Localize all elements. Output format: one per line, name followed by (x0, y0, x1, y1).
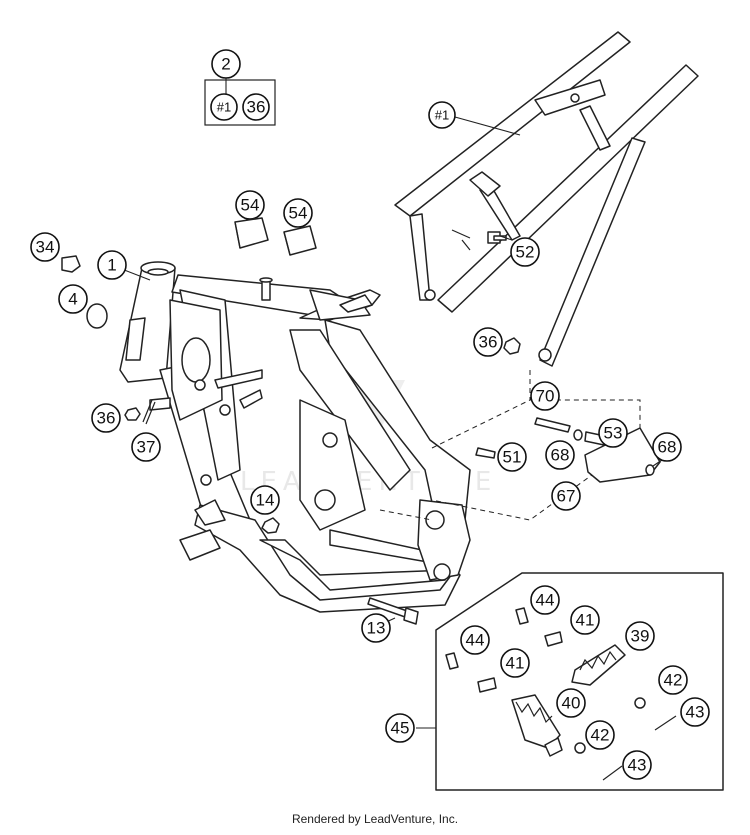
svg-text:68: 68 (551, 446, 570, 465)
callout-68-a: 68 (545, 440, 575, 470)
nut-36-upper (503, 337, 521, 355)
svg-text:40: 40 (562, 694, 581, 713)
footpeg-40 (511, 694, 563, 757)
bolt-52 (487, 231, 507, 244)
svg-text:13: 13 (367, 619, 386, 638)
kit-box (204, 79, 276, 126)
bolt-51 (475, 447, 496, 459)
callout-40: 40 (556, 688, 586, 718)
svg-text:67: 67 (557, 487, 576, 506)
svg-text:54: 54 (289, 204, 308, 223)
callout-36-frame: 36 (91, 403, 121, 433)
svg-text:1: 1 (107, 256, 116, 275)
bolt-70 (534, 417, 571, 433)
svg-text:68: 68 (658, 438, 677, 457)
callout-44-a: 44 (530, 585, 560, 615)
washer-42-b (574, 742, 586, 754)
bracket-dashed-outline (431, 399, 641, 521)
callout-41-a: 41 (570, 605, 600, 635)
decal-54-a (234, 217, 269, 249)
callout-36-subframe: 36 (473, 327, 503, 357)
callout-14: 14 (250, 485, 280, 515)
svg-text:39: 39 (631, 627, 650, 646)
svg-text:42: 42 (591, 726, 610, 745)
svg-text:4: 4 (68, 290, 77, 309)
washer-42-a (634, 697, 646, 709)
svg-text:2: 2 (221, 55, 230, 74)
svg-text:54: 54 (241, 196, 260, 215)
callout-54-a: 54 (235, 190, 265, 220)
callout-44-b: 44 (460, 625, 490, 655)
decal-54-b (283, 225, 317, 256)
callout-37: 37 (131, 432, 161, 462)
washer-68-a (573, 429, 583, 441)
rear-subframe (394, 31, 699, 367)
footpeg-detail-box (435, 572, 724, 791)
callout-70: 70 (530, 381, 560, 411)
svg-text:70: 70 (536, 387, 555, 406)
callout-34: 34 (30, 232, 60, 262)
svg-text:37: 37 (137, 438, 156, 457)
callout-39: 39 (625, 621, 655, 651)
svg-text:51: 51 (503, 448, 522, 467)
callout-43-b: 43 (622, 750, 652, 780)
callout-45: 45 (385, 713, 415, 743)
svg-text:#1: #1 (217, 100, 231, 115)
nut-14 (261, 517, 280, 534)
callout-1: 1 (97, 250, 127, 280)
spring-41-a (544, 631, 563, 647)
svg-text:43: 43 (686, 703, 705, 722)
footer-credit: Rendered by LeadVenture, Inc. (291, 812, 459, 826)
svg-text:52: 52 (516, 243, 535, 262)
spring-41-b (477, 677, 497, 693)
svg-text:42: 42 (664, 671, 683, 690)
callout-4: 4 (58, 284, 88, 314)
callout-13: 13 (361, 613, 391, 643)
callout-41-b: 41 (500, 648, 530, 678)
pin-44-a (515, 607, 529, 625)
svg-text:36: 36 (247, 98, 266, 117)
svg-text:53: 53 (604, 424, 623, 443)
callout-42-b: 42 (585, 720, 615, 750)
footpeg-39 (571, 644, 626, 686)
main-frame (119, 261, 471, 613)
callout-36-kit: 36 (242, 93, 270, 121)
callout-ref1-subframe: #1 (428, 101, 456, 129)
svg-text:41: 41 (506, 654, 525, 673)
svg-text:44: 44 (466, 631, 485, 650)
callout-42-a: 42 (658, 665, 688, 695)
svg-text:34: 34 (36, 238, 55, 257)
svg-text:#1: #1 (435, 108, 449, 123)
washer-68-b (645, 464, 655, 476)
callout-54-b: 54 (283, 198, 313, 228)
svg-text:36: 36 (479, 333, 498, 352)
callout-2: 2 (211, 49, 241, 79)
nut-36-lower (124, 407, 141, 421)
svg-text:45: 45 (391, 719, 410, 738)
pin-44-b (445, 652, 459, 670)
callout-53: 53 (598, 418, 628, 448)
plug-4 (86, 303, 108, 329)
callout-67: 67 (551, 481, 581, 511)
callout-52: 52 (510, 237, 540, 267)
svg-text:14: 14 (256, 491, 275, 510)
cap-34 (61, 255, 81, 273)
svg-text:44: 44 (536, 591, 555, 610)
bolt-37 (142, 399, 156, 425)
callout-51: 51 (497, 442, 527, 472)
bolt-13 (367, 597, 419, 625)
callout-ref1-kit: #1 (210, 93, 238, 121)
callout-43-a: 43 (680, 697, 710, 727)
svg-text:41: 41 (576, 611, 595, 630)
callout-68-b: 68 (652, 432, 682, 462)
svg-text:43: 43 (628, 756, 647, 775)
svg-text:36: 36 (97, 409, 116, 428)
cotter-pin-43-b (602, 765, 623, 781)
cotter-pin-43-a (654, 715, 677, 731)
